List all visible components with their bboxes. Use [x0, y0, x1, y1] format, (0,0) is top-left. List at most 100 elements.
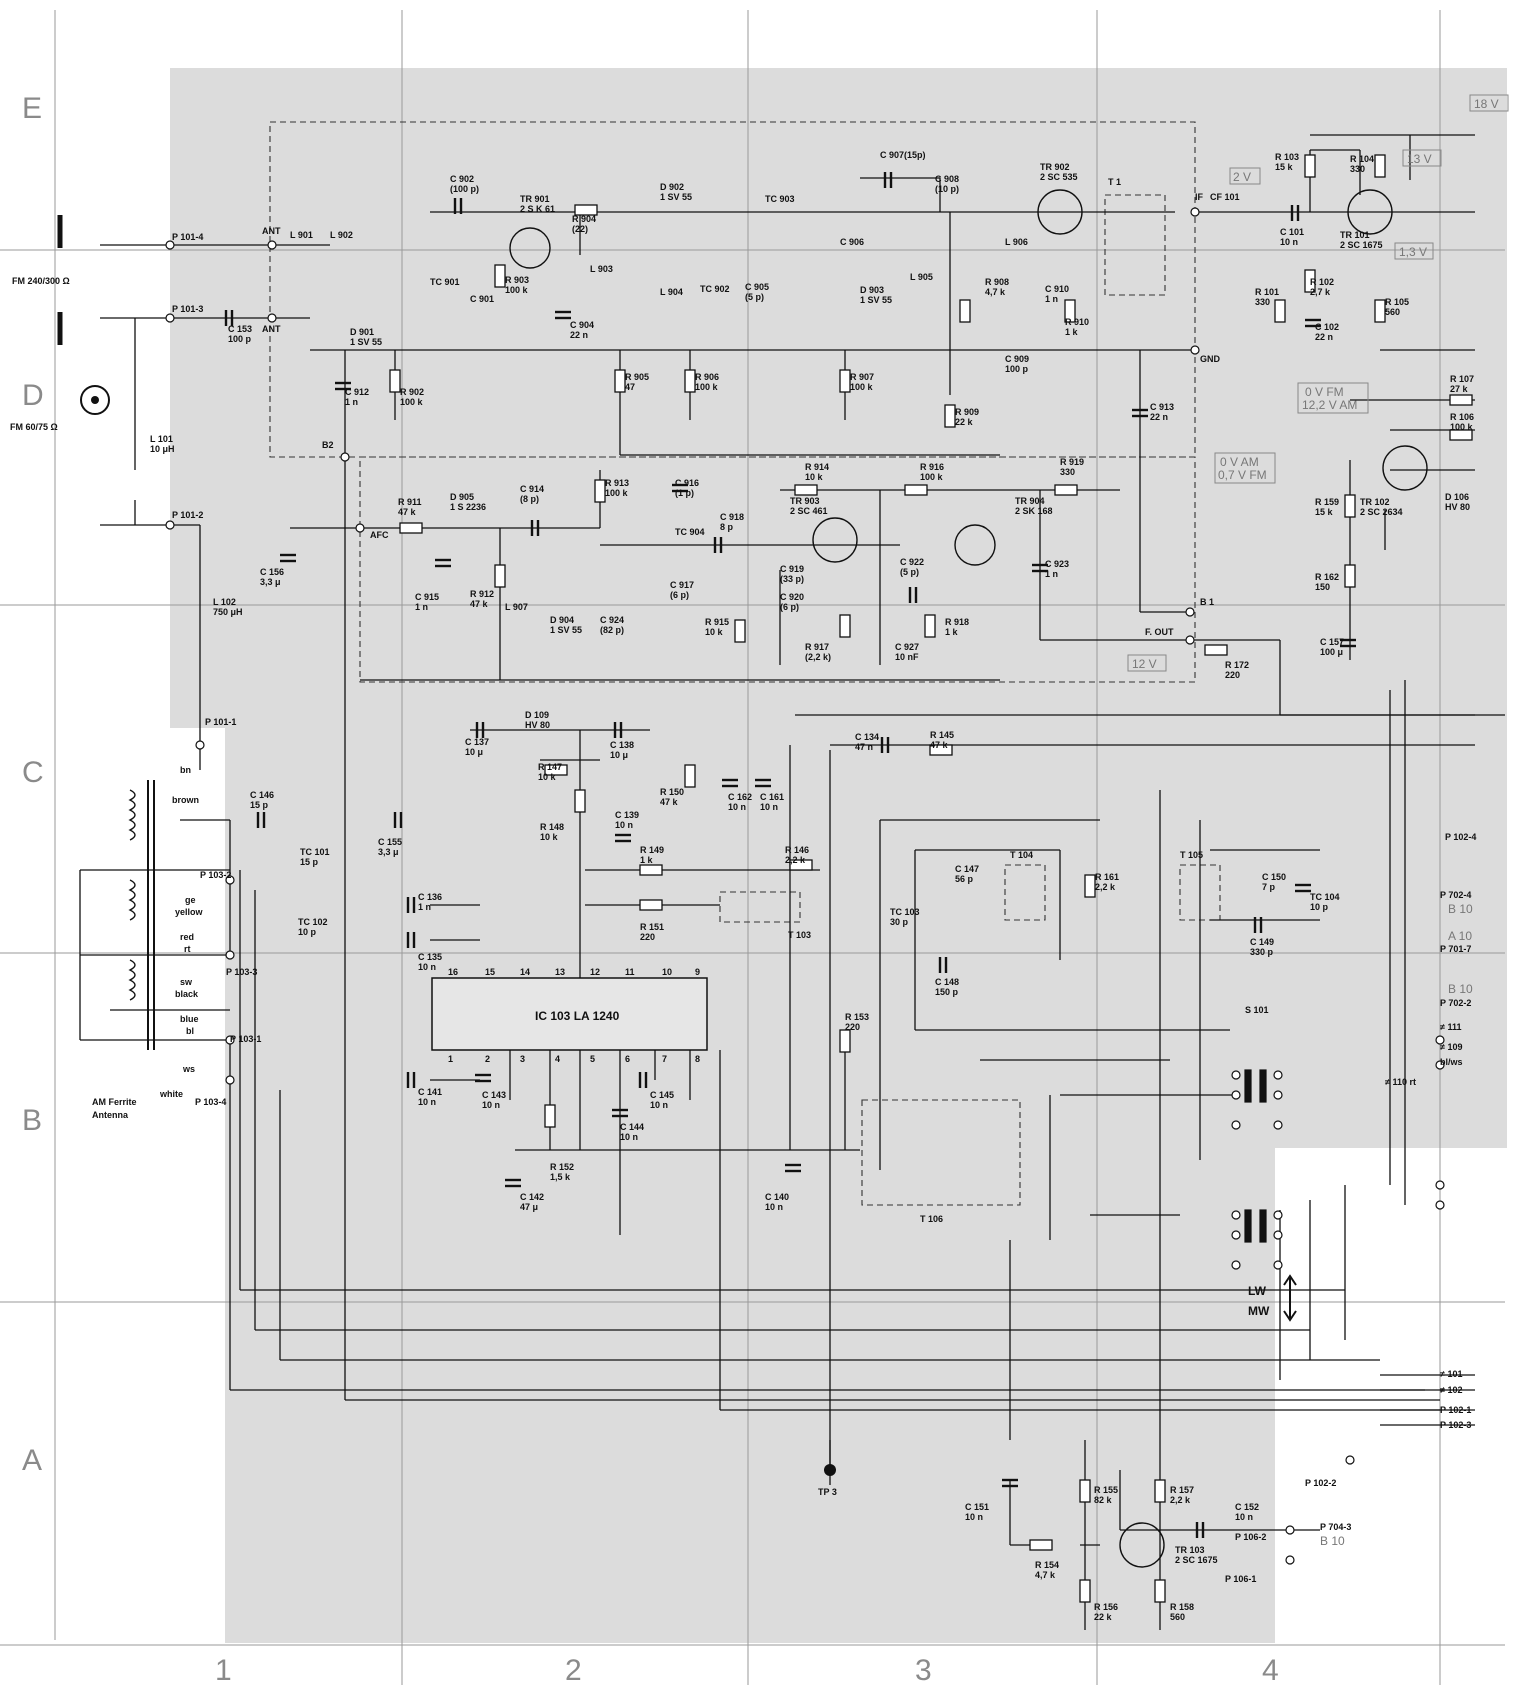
- component-ref-r-106: R 106: [1450, 412, 1474, 422]
- component-ref-r-912: R 912: [470, 589, 494, 599]
- component-value: 100 p: [1005, 364, 1029, 374]
- zone-row-D: D: [22, 379, 44, 412]
- component-ref-c-151: C 151: [965, 1502, 989, 1512]
- component-value: 27 k: [1450, 384, 1469, 394]
- component-ref-c-923: C 923: [1045, 559, 1069, 569]
- component-ref-l-906: L 906: [1005, 237, 1028, 247]
- component-value: 47: [625, 382, 635, 392]
- component-ref-c-162: C 162: [728, 792, 752, 802]
- coax-jack-icon: [80, 385, 110, 415]
- wire-ge: ge: [185, 895, 196, 905]
- capacitors: [224, 172, 1356, 1538]
- component-ref-l-905: L 905: [910, 272, 933, 282]
- component-ref-tc-104: TC 104: [1310, 892, 1340, 902]
- component-value: 100 k: [850, 382, 874, 392]
- zone-grid: [0, 10, 1505, 1685]
- ic-pin-13: 13: [555, 967, 565, 977]
- component-ref-r-908: R 908: [985, 277, 1009, 287]
- p1011-label: P 101-1: [205, 717, 236, 727]
- component-ref-tr-902: TR 902: [1040, 162, 1070, 172]
- component-value: 2 SK 168: [1015, 506, 1053, 516]
- component-value: 10 p: [298, 927, 317, 937]
- component-ref-d-903: D 903: [860, 285, 884, 295]
- component-ref-l-901: L 901: [290, 230, 313, 240]
- w111-label: ≠ 111: [1440, 1022, 1461, 1032]
- component-ref-r-904: R 904: [572, 214, 596, 224]
- component-ref-r-918: R 918: [945, 617, 969, 627]
- component-ref-r-153: R 153: [845, 1012, 869, 1022]
- component-ref-r-145: R 145: [930, 730, 954, 740]
- component-value: 100 μ: [1320, 647, 1343, 657]
- component-ref-c-141: C 141: [418, 1087, 442, 1097]
- component-ref-l-903: L 903: [590, 264, 613, 274]
- component-value: (8 p): [520, 494, 539, 504]
- component-ref-tc-901: TC 901: [430, 277, 460, 287]
- component-ref-r-101: R 101: [1255, 287, 1279, 297]
- ic-pin-3: 3: [520, 1054, 525, 1064]
- component-ref-r-162: R 162: [1315, 572, 1339, 582]
- t103-shield: [719, 891, 801, 923]
- vam1-label: 12,2 V AM: [1302, 398, 1357, 412]
- ic-pin-6: 6: [625, 1054, 630, 1064]
- component-value: 22 n: [1315, 332, 1333, 342]
- component-value: (1 p): [675, 488, 694, 498]
- component-ref-c-156: C 156: [260, 567, 284, 577]
- v12-label: 12 V: [1132, 657, 1157, 671]
- component-ref-r-903: R 903: [505, 275, 529, 285]
- component-value: 2 S K 61: [520, 204, 555, 214]
- component-value: 2 SC 461: [790, 506, 828, 516]
- p1031-label: P 103-1: [230, 1034, 261, 1044]
- resistors: [389, 154, 1473, 1603]
- component-ref-r-915: R 915: [705, 617, 729, 627]
- b10b-label: B 10: [1448, 902, 1473, 916]
- ic-pin-12: 12: [590, 967, 600, 977]
- component-value: 1,5 k: [550, 1172, 571, 1182]
- zone-row-A: A: [22, 1444, 42, 1477]
- v13b-label: 1,3 V: [1399, 245, 1427, 259]
- component-ref-r-105: R 105: [1385, 297, 1409, 307]
- terminals: [165, 207, 1445, 1565]
- mw-label: MW: [1248, 1304, 1270, 1318]
- zone-col-2: 2: [565, 1654, 582, 1687]
- component-value: 10 n: [965, 1512, 983, 1522]
- component-value: 150 p: [935, 987, 959, 997]
- component-value: 15 p: [250, 800, 269, 810]
- component-value: 100 k: [920, 472, 944, 482]
- component-ref-d-109: D 109: [525, 710, 549, 720]
- component-value: (22): [572, 224, 588, 234]
- tp3-point[interactable]: [824, 1464, 836, 1476]
- component-value: (2,2 k): [805, 652, 831, 662]
- component-value: 1 n: [415, 602, 428, 612]
- component-value: 3,3 μ: [378, 847, 399, 857]
- component-value: 10 μ: [610, 750, 628, 760]
- component-ref-c-922: C 922: [900, 557, 924, 567]
- component-value: 15 k: [1275, 162, 1294, 172]
- ic-pin-4: 4: [555, 1054, 560, 1064]
- component-ref-l-101: L 101: [150, 434, 173, 444]
- component-value: 100 k: [695, 382, 719, 392]
- component-value: 8 p: [720, 522, 734, 532]
- component-value: 10 n: [620, 1132, 638, 1142]
- component-value: 15 k: [1315, 507, 1334, 517]
- ic-pin-5: 5: [590, 1054, 595, 1064]
- component-value: 47 k: [470, 599, 489, 609]
- component-value: (6 p): [670, 590, 689, 600]
- component-ref-c-149: C 149: [1250, 937, 1274, 947]
- b1-label: B 1: [1200, 597, 1214, 607]
- fm-input-label: FM 240/300 Ω: [12, 276, 70, 286]
- zone-row-C: C: [22, 756, 44, 789]
- component-ref-c-920: C 920: [780, 592, 804, 602]
- component-ref-c-913: C 913: [1150, 402, 1174, 412]
- component-value: 1 SV 55: [350, 337, 382, 347]
- component-value: (5 p): [745, 292, 764, 302]
- component-value: 22 n: [570, 330, 588, 340]
- afc-label: AFC: [370, 530, 389, 540]
- component-ref-r-902: R 902: [400, 387, 424, 397]
- component-ref-c-139: C 139: [615, 810, 639, 820]
- component-ref-c-101: C 101: [1280, 227, 1304, 237]
- component-ref-tc-902: TC 902: [700, 284, 730, 294]
- component-value: 1 n: [345, 397, 358, 407]
- component-ref-r-102: R 102: [1310, 277, 1334, 287]
- component-ref-r-157: R 157: [1170, 1485, 1194, 1495]
- component-value: 4,7 k: [985, 287, 1006, 297]
